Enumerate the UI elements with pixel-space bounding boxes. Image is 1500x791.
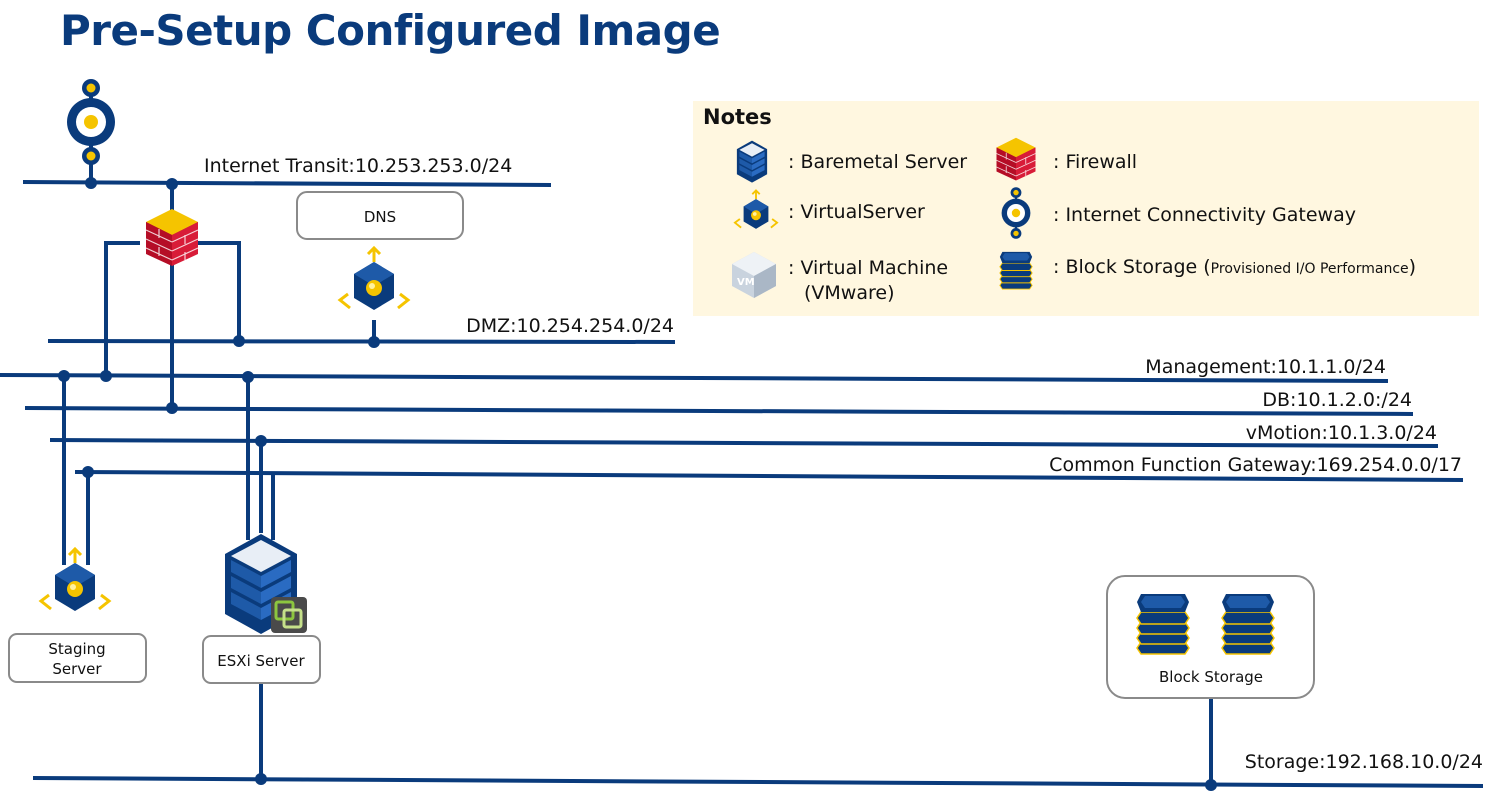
staging-virtualserver-icon xyxy=(39,547,111,613)
dns-label: DNS xyxy=(364,208,396,226)
block-storage-label: Block Storage xyxy=(1159,668,1263,686)
legend-baremetal-label: : Baremetal Server xyxy=(788,151,967,173)
legend-vm-icon: VM xyxy=(732,252,776,298)
esxi-server-label: ESXi Server xyxy=(217,652,305,670)
dmz-label: DMZ:10.254.254.0/24 xyxy=(466,315,674,337)
legend-vm-icon-text: VM xyxy=(737,277,755,288)
legend-virtualserver-label: : VirtualServer xyxy=(788,201,925,223)
legend-vm-label-2: (VMware) xyxy=(804,282,894,304)
block-storage-icon-1 xyxy=(1136,593,1190,655)
db-line xyxy=(24,406,1414,416)
dns-node: DNS xyxy=(296,191,464,312)
vmware-badge-icon xyxy=(271,597,307,633)
dns-virtualserver-icon xyxy=(338,246,410,312)
block-storage-node: Block Storage xyxy=(1106,575,1315,699)
legend-baremetal-icon xyxy=(736,140,768,183)
page-title: Pre-Setup Configured Image xyxy=(60,6,721,55)
legend-firewall-label: : Firewall xyxy=(1053,151,1137,173)
esxi-server-node: ESXi Server xyxy=(202,534,321,684)
staging-server-label-2: Server xyxy=(52,660,102,678)
junction-dots xyxy=(58,177,1217,791)
staging-server-node: Staging Server xyxy=(8,547,147,683)
legend-vm-label: : Virtual Machine xyxy=(788,257,948,279)
internet-gateway-icon xyxy=(65,77,117,167)
notes-title: Notes xyxy=(703,105,772,129)
management-line xyxy=(0,373,1389,383)
network-lines xyxy=(0,180,1484,788)
legend-block-storage-icon xyxy=(999,251,1033,290)
internet-transit-line xyxy=(22,180,552,187)
network-labels: Internet Transit:10.253.253.0/24 DMZ:10.… xyxy=(204,155,1483,773)
staging-server-box xyxy=(8,633,147,683)
db-label: DB:10.1.2.0:/24 xyxy=(1262,389,1412,411)
common-function-gateway-label: Common Function Gateway:169.254.0.0/17 xyxy=(1049,454,1462,476)
vmotion-line xyxy=(49,438,1439,448)
legend-block-storage-label: : Block Storage (Provisioned I/O Perform… xyxy=(1053,256,1416,278)
vmotion-label: vMotion:10.1.3.0/24 xyxy=(1246,422,1437,444)
connectors xyxy=(62,160,1213,784)
legend-block-storage-suffix: ) xyxy=(1409,256,1416,278)
common-function-gateway-line xyxy=(74,470,1464,482)
firewall-icon xyxy=(145,208,199,267)
storage-label: Storage:192.168.10.0/24 xyxy=(1245,751,1483,773)
notes-background xyxy=(693,101,1479,316)
legend-internet-gateway-label: : Internet Connectivity Gateway xyxy=(1053,204,1356,226)
internet-transit-label: Internet Transit:10.253.253.0/24 xyxy=(204,155,512,177)
block-storage-icon-2 xyxy=(1221,593,1275,655)
management-label: Management:10.1.1.0/24 xyxy=(1145,356,1386,378)
legend-block-storage-prefix: : Block Storage ( xyxy=(1053,256,1211,278)
dns-box xyxy=(296,191,464,240)
staging-server-label-1: Staging xyxy=(48,640,105,658)
legend-block-storage-detail: Provisioned I/O Performance xyxy=(1211,261,1409,277)
esxi-server-box xyxy=(202,635,321,684)
storage-line xyxy=(32,776,1484,788)
dmz-line xyxy=(47,339,676,344)
notes-panel: Notes : Baremetal Server : Firewall : Vi… xyxy=(693,101,1479,316)
